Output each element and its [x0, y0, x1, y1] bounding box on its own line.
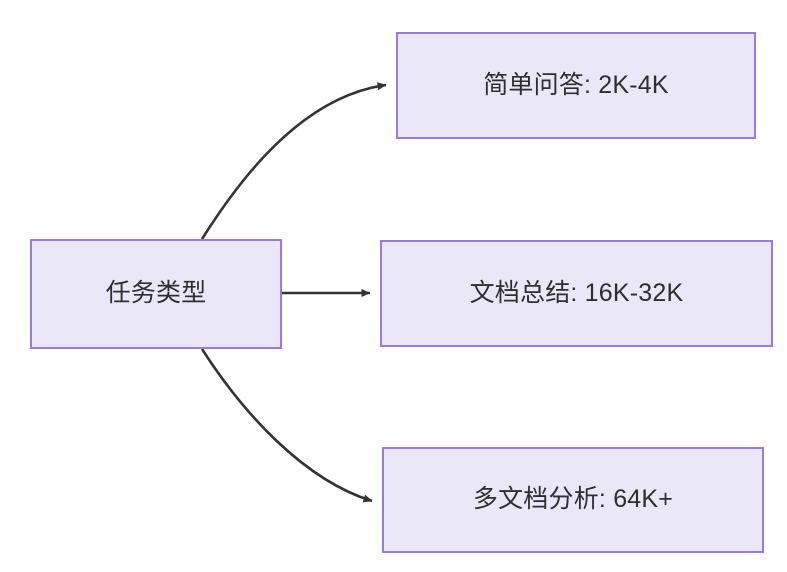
node-simple-qa-label: 简单问答: 2K-4K	[483, 70, 669, 99]
node-task-type-label: 任务类型	[105, 279, 207, 308]
node-multi-doc[interactable]: 多文档分析: 64K+	[382, 447, 764, 553]
node-simple-qa[interactable]: 简单问答: 2K-4K	[396, 32, 756, 139]
node-doc-summary-label: 文档总结: 16K-32K	[469, 278, 684, 307]
node-doc-summary[interactable]: 文档总结: 16K-32K	[380, 240, 773, 347]
node-task-type[interactable]: 任务类型	[30, 239, 282, 349]
edge-root-to-simple-qa	[200, 82, 387, 240]
node-multi-doc-label: 多文档分析: 64K+	[472, 485, 674, 514]
edge-root-to-multi-doc	[200, 348, 373, 503]
